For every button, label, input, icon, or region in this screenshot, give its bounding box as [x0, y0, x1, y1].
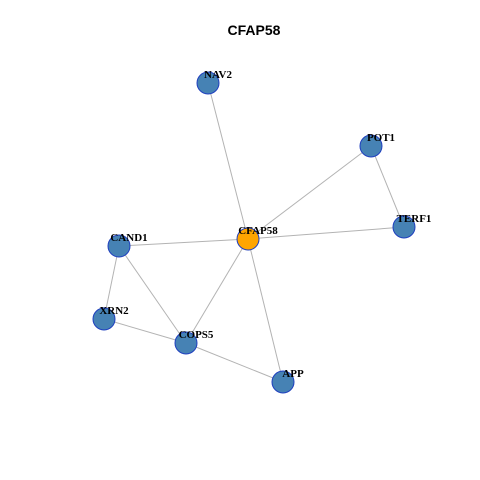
edge-cand1-cops5	[118, 245, 187, 344]
node-label-terf1: TERF1	[397, 213, 432, 225]
node-nav2	[196, 71, 220, 95]
node-label-app: APP	[282, 368, 304, 380]
node-label-pot1: POT1	[367, 132, 395, 144]
edge-xrn2-cops5	[103, 318, 187, 344]
edge-cfap58-cops5	[185, 238, 249, 344]
node-pot1	[359, 134, 383, 158]
node-cops5	[174, 331, 198, 355]
edge-cfap58-app	[247, 238, 284, 383]
node-cfap58	[236, 227, 260, 251]
node-cand1	[107, 234, 131, 258]
edge-cfap58-nav2	[207, 82, 249, 240]
edge-cfap58-pot1	[247, 145, 372, 240]
edge-cops5-app	[185, 342, 284, 383]
node-label-xrn2: XRN2	[99, 305, 129, 317]
node-label-cand1: CAND1	[110, 232, 147, 244]
node-label-nav2: NAV2	[204, 69, 232, 81]
node-label-cfap58: CFAP58	[238, 225, 278, 237]
edge-pot1-terf1	[370, 145, 405, 228]
edge-cfap58-terf1	[247, 226, 405, 240]
node-app	[271, 370, 295, 394]
edge-cfap58-cand1	[118, 238, 249, 247]
edge-layer	[103, 82, 405, 383]
node-label-cops5: COPS5	[179, 329, 214, 341]
node-layer	[92, 71, 416, 394]
node-terf1	[392, 215, 416, 239]
graph-title: CFAP58	[228, 22, 281, 38]
edge-cand1-xrn2	[103, 245, 120, 320]
node-xrn2	[92, 307, 116, 331]
